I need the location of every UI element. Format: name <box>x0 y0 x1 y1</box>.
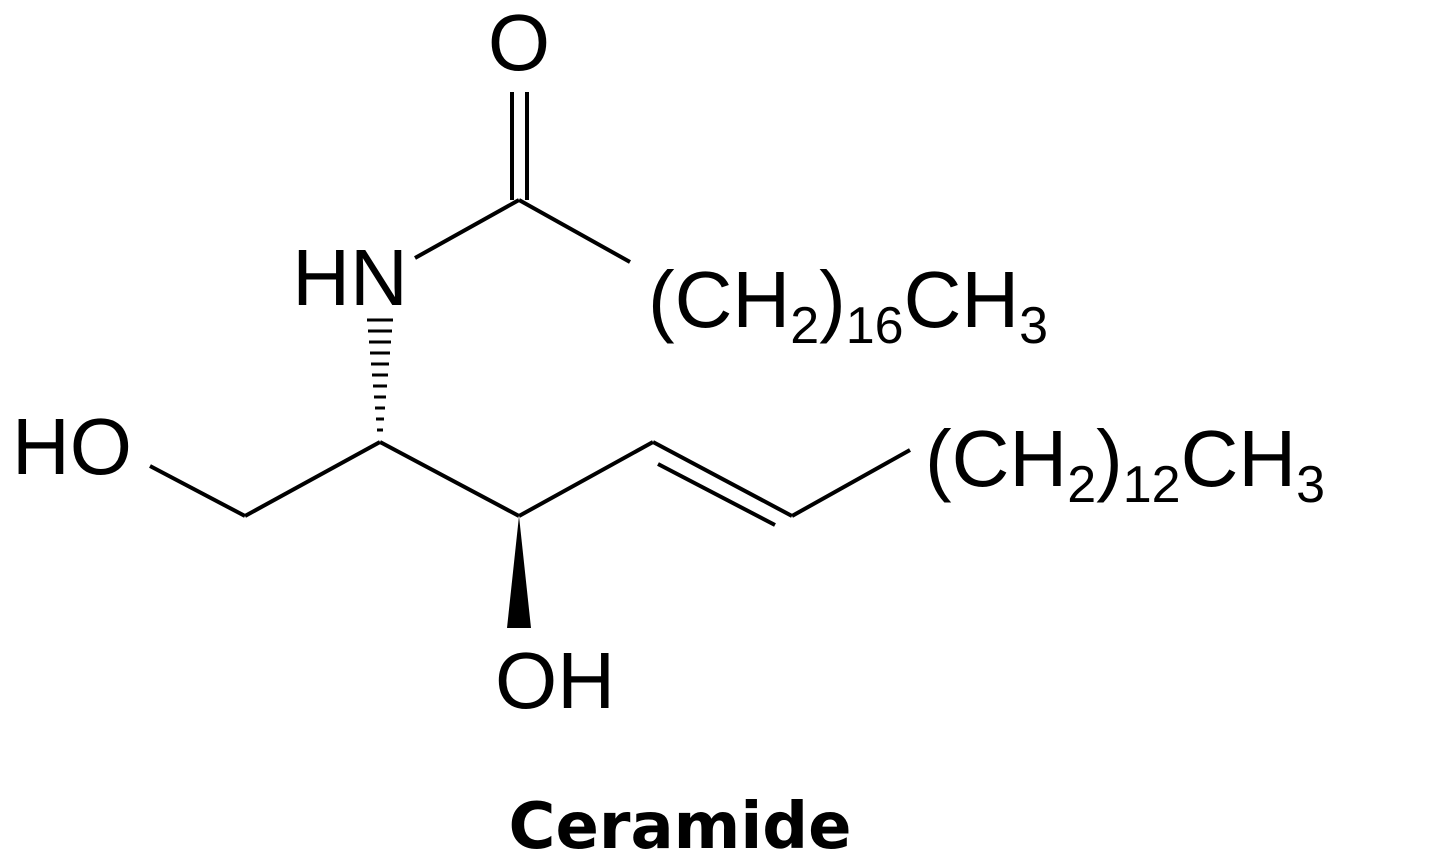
secondary-hydroxyl-label: OH <box>495 636 615 725</box>
sphingoid-count: 12 <box>1123 456 1181 514</box>
amide-bond <box>414 198 520 260</box>
solid-wedge-bond <box>507 516 531 628</box>
acyl-chain-bond <box>518 198 631 264</box>
sphingoid-open: (CH <box>925 414 1067 503</box>
acyl-sub-3: 3 <box>1019 297 1048 355</box>
hydroxyl-ch2-bond <box>149 464 246 518</box>
sphingoid-chain-bond <box>791 448 911 518</box>
ch2-c2-bond <box>244 440 381 518</box>
primary-hydroxyl-label: HO <box>12 402 132 491</box>
sphingoid-sub-3: 3 <box>1296 456 1325 514</box>
acyl-open: (CH <box>648 255 790 344</box>
acyl-close: ) <box>819 255 846 344</box>
sphingoid-tail: CH <box>1181 414 1297 503</box>
acyl-chain-label: (CH2)16CH3 <box>648 255 1048 355</box>
alkene-bond-outer <box>652 440 793 518</box>
alkene-bond-inner <box>657 462 776 527</box>
sphingoid-close: ) <box>1096 414 1123 503</box>
sphingoid-chain-label: (CH2)12CH3 <box>925 414 1325 514</box>
acyl-tail: CH <box>904 255 1020 344</box>
acyl-count: 16 <box>846 297 904 355</box>
c2-c3-bond <box>379 440 520 518</box>
c3-c4-bond <box>518 440 654 518</box>
molecule-name-caption: Ceramide <box>509 790 852 858</box>
acyl-sub-2: 2 <box>790 297 819 355</box>
sphingoid-sub-2: 2 <box>1067 456 1096 514</box>
amide-nh-label: HN <box>292 233 408 322</box>
carbonyl-oxygen-label: O <box>488 0 550 87</box>
bonds <box>149 92 911 628</box>
hashed-wedge-bond <box>367 318 393 432</box>
